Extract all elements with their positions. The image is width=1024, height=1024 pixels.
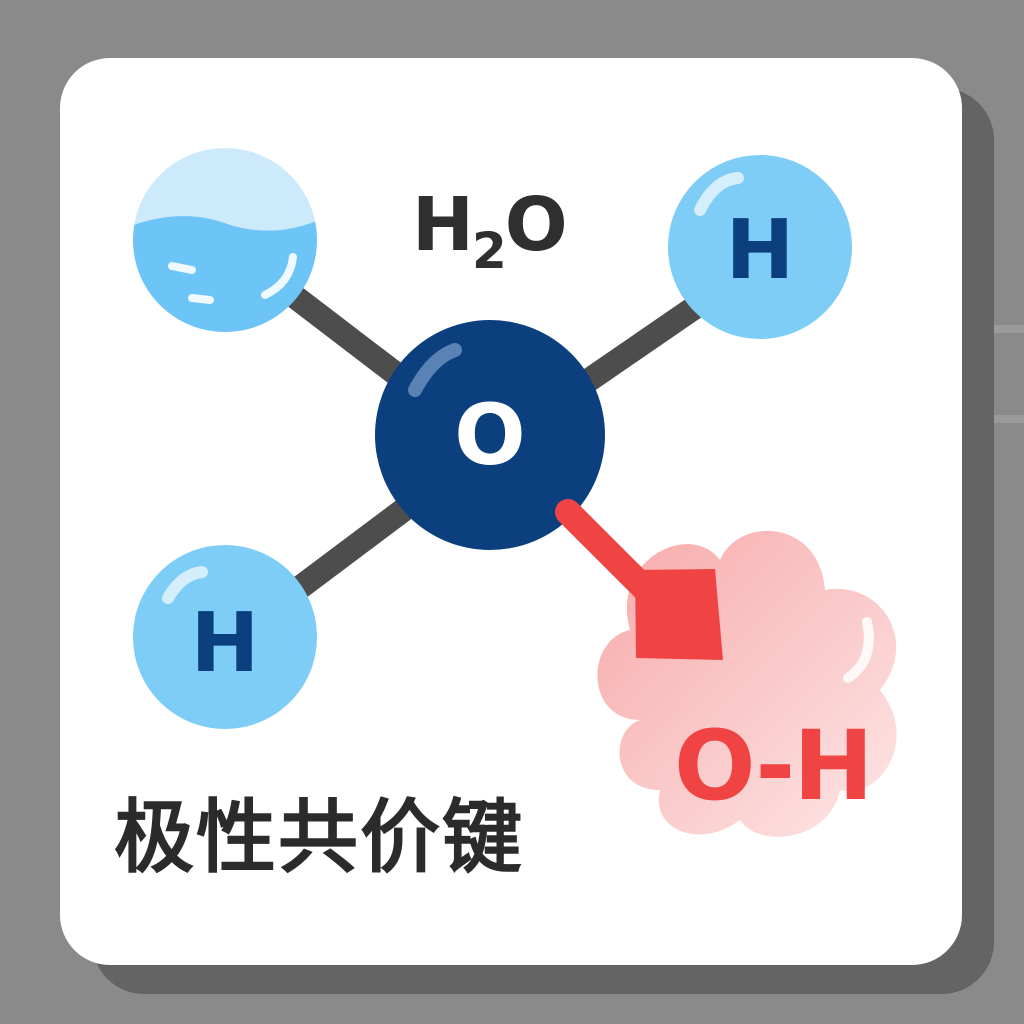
polarity-arrow-icon — [555, 499, 723, 660]
formula-h2o: H2O — [412, 182, 568, 280]
oh-bond-label: O-H — [674, 710, 874, 822]
hydrogen-label-top-right: H — [725, 203, 795, 298]
diagram-card: H2O O H H O-H 极性共价键 — [60, 58, 962, 965]
hydrogen-atom-top-right — [668, 155, 852, 339]
oxygen-label: O — [454, 386, 526, 484]
hydrogen-atom-bottom-left — [133, 545, 317, 729]
caption-polar-covalent-bond: 极性共价键 — [114, 791, 524, 884]
water-sphere-icon — [133, 148, 317, 332]
water-molecule-diagram — [133, 148, 897, 837]
oxygen-atom-center — [375, 320, 605, 550]
hydrogen-label-bottom-left: H — [190, 596, 260, 691]
